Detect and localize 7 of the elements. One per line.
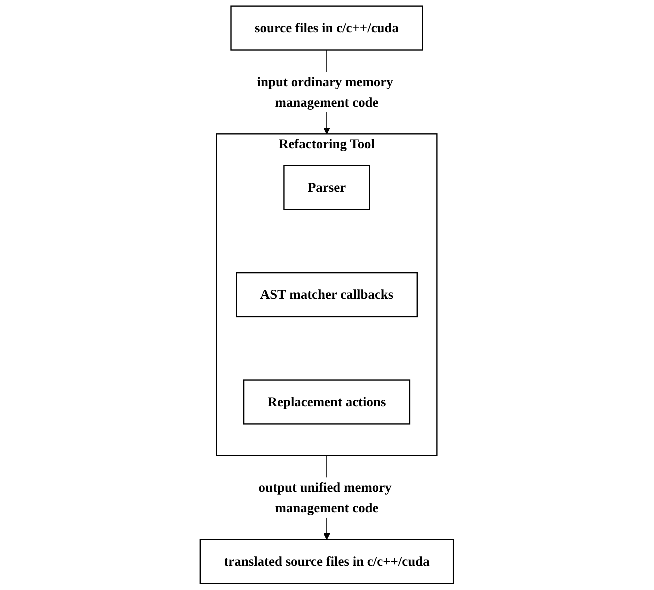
node-box: Replacement actions: [243, 380, 411, 425]
node-box: AST matcher callbacks: [236, 272, 418, 318]
edge-label: output unified memory management code: [258, 480, 392, 516]
node-box: Parser: [284, 165, 370, 210]
node-box: translated source files in c/c++/cuda: [200, 539, 454, 584]
edge-label: input ordinary memory management code: [257, 74, 394, 110]
node-box: source files in c/c++/cuda: [230, 6, 424, 51]
